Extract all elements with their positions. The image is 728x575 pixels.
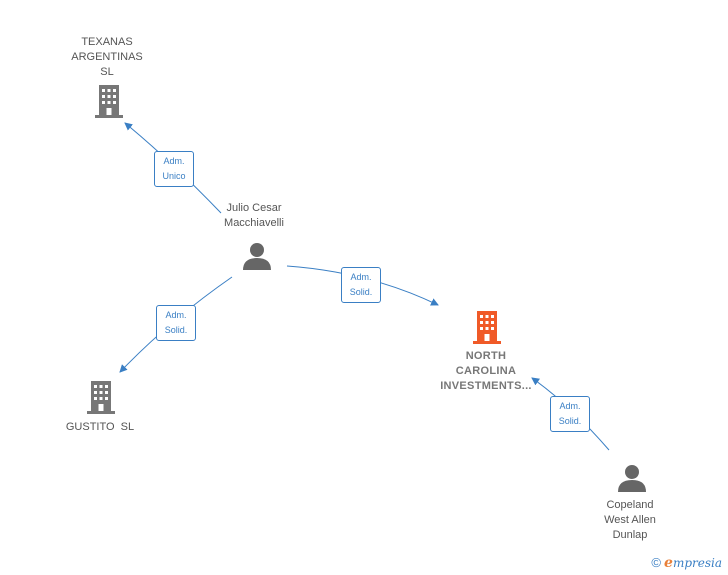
edge-label-line1: Adm. [559,401,581,411]
building-icon [95,85,123,118]
edge-label-line1: Adm. [163,156,185,166]
edge-label-line2: Solid. [349,287,373,297]
person-icon [243,243,271,270]
node-north-carolina-investments[interactable]: NORTH CAROLINA INVESTMENTS... [426,349,546,394]
node-label: Copeland West Allen Dunlap [604,499,656,541]
edge-label-line1: Adm. [350,272,372,282]
edge-label-adm-unico: Adm. Unico [154,151,194,187]
copyright-symbol: © [651,555,662,570]
empresia-watermark: ©empresia [651,555,722,571]
node-label: Julio Cesar Macchiavelli [224,202,284,229]
building-icon [473,311,501,344]
edge-label-line2: Solid. [164,325,188,335]
node-julio-cesar-macchiavelli[interactable]: Julio Cesar Macchiavelli [204,201,304,231]
edge-label-line2: Unico [162,171,186,181]
node-label: TEXANAS ARGENTINAS SL [71,36,143,78]
brand-initial: e [664,555,673,571]
node-gustito-sl[interactable]: GUSTITO SL [50,420,150,435]
node-texanas-argentinas[interactable]: TEXANAS ARGENTINAS SL [57,35,157,80]
person-icon [618,465,646,492]
brand-name: mpresia [672,556,722,570]
edge-label-adm-solid: Adm. Solid. [156,305,196,341]
node-copeland-west-allen-dunlap[interactable]: Copeland West Allen Dunlap [580,498,680,543]
node-label: NORTH CAROLINA INVESTMENTS... [440,350,532,392]
node-label: GUSTITO SL [65,421,135,433]
edge-label-line2: Solid. [558,416,582,426]
edge-label-adm-solid: Adm. Solid. [341,267,381,303]
building-icon [87,381,115,414]
edge-label-adm-solid: Adm. Solid. [550,396,590,432]
edge-label-line1: Adm. [165,310,187,320]
